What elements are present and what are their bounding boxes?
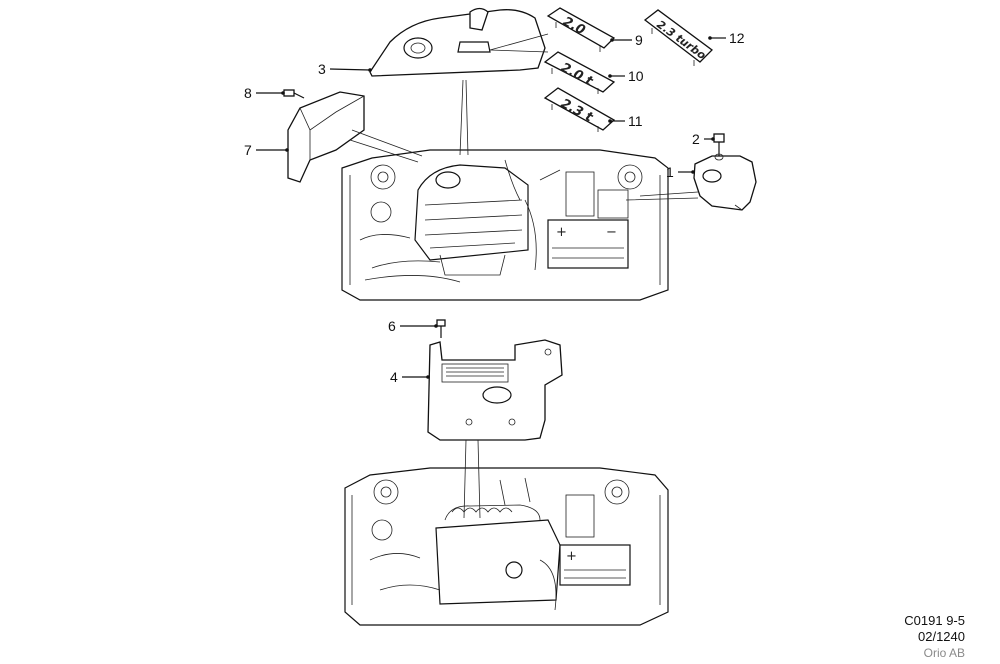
- callout-12-label: 12: [729, 30, 745, 46]
- callout-12: 12: [708, 30, 745, 46]
- engine-bay-bottom: +: [344, 467, 669, 626]
- callout-11: 11: [608, 113, 643, 129]
- callout-9: 9: [610, 32, 643, 48]
- callout-2: 2: [692, 131, 715, 147]
- callout-11-label: 11: [628, 113, 643, 129]
- callout-10: 10: [608, 68, 644, 84]
- callout-8: 8: [244, 85, 285, 101]
- callout-2-label: 2: [692, 131, 700, 147]
- copyright: Orio AB: [923, 646, 965, 660]
- part-10-badge: 2.0 t: [543, 51, 616, 94]
- callout-1: 1: [666, 164, 695, 180]
- drawing-number: 02/1240: [918, 629, 965, 644]
- part-9-badge: 2.0: [546, 7, 616, 52]
- svg-text:+: +: [556, 225, 567, 240]
- callout-8-label: 8: [244, 85, 252, 101]
- part-6-screw: [436, 319, 446, 338]
- callout-3: 3: [318, 61, 372, 77]
- callout-4: 4: [390, 369, 430, 385]
- callout-10-label: 10: [628, 68, 644, 84]
- diagram-code: C0191 9-5: [904, 613, 965, 628]
- callout-4-label: 4: [390, 369, 398, 385]
- badge-12-text: 2.3 turbo: [654, 18, 708, 62]
- part-1-cover: [625, 155, 757, 211]
- part-11-badge: 2.3 t: [543, 87, 616, 132]
- svg-text:+: +: [566, 549, 577, 564]
- callout-3-label: 3: [318, 61, 326, 77]
- callout-7: 7: [244, 142, 289, 158]
- callout-6-label: 6: [388, 318, 396, 334]
- part-8-bolt: [283, 89, 305, 99]
- svg-text:−: −: [606, 225, 617, 240]
- callout-1-label: 1: [666, 164, 674, 180]
- part-12-badge: 2.3 turbo: [643, 9, 713, 66]
- engine-bay-top: + −: [341, 149, 669, 301]
- callout-6: 6: [388, 318, 438, 334]
- part-4-engine-cover: [427, 339, 563, 519]
- part-7-shield: [287, 91, 423, 183]
- part-3-engine-cover: [369, 7, 549, 156]
- callout-7-label: 7: [244, 142, 252, 158]
- callout-9-label: 9: [635, 32, 643, 48]
